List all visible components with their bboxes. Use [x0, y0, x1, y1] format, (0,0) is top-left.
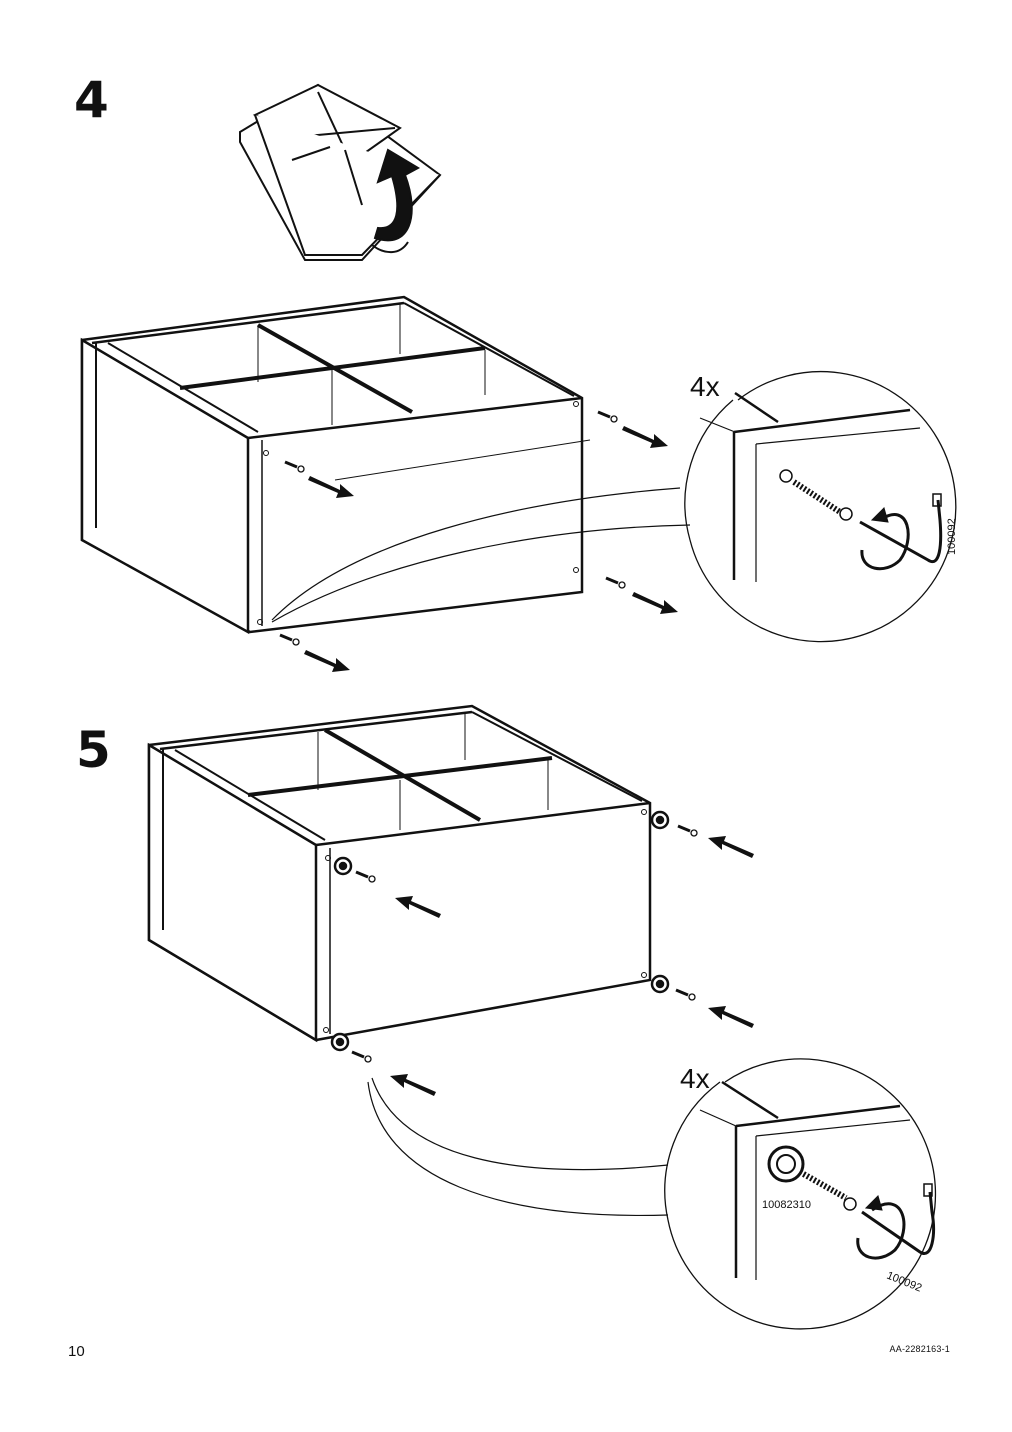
foot-glide-icons	[330, 810, 670, 1052]
allen-key-icon	[861, 1191, 935, 1256]
document-code: AA-2282163-1	[889, 1344, 950, 1354]
step5-part-code: 10082310	[762, 1199, 811, 1211]
step5-tool-code: 100092	[885, 1270, 924, 1295]
rotate-shelf-icon	[239, 83, 442, 261]
page-number: 10	[68, 1343, 85, 1360]
step-5-number: 5	[76, 721, 111, 779]
step-4-number: 4	[74, 71, 109, 129]
allen-key-icon	[859, 499, 943, 564]
step5-quantity: 4x	[680, 1063, 710, 1094]
rotate-arrow-icon	[373, 148, 421, 242]
step4-cabinet	[80, 295, 691, 635]
step4-detail	[684, 370, 957, 643]
step4-tool-code: 100092	[946, 518, 958, 555]
step4-quantity: 4x	[690, 371, 720, 402]
step5-detail	[664, 1058, 937, 1330]
step5-cabinet	[147, 704, 669, 1217]
